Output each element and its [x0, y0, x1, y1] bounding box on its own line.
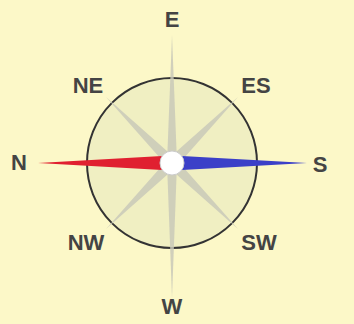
direction-label: ES — [241, 75, 270, 97]
direction-label: N — [11, 152, 27, 174]
direction-label: NE — [73, 75, 104, 97]
needle-hub — [160, 151, 184, 175]
direction-label: E — [165, 9, 180, 31]
needle-red — [38, 156, 162, 170]
needle-blue — [182, 156, 307, 170]
direction-label: SW — [241, 232, 276, 254]
direction-label: S — [313, 154, 328, 176]
direction-label: W — [162, 296, 183, 318]
direction-label: NW — [68, 232, 105, 254]
